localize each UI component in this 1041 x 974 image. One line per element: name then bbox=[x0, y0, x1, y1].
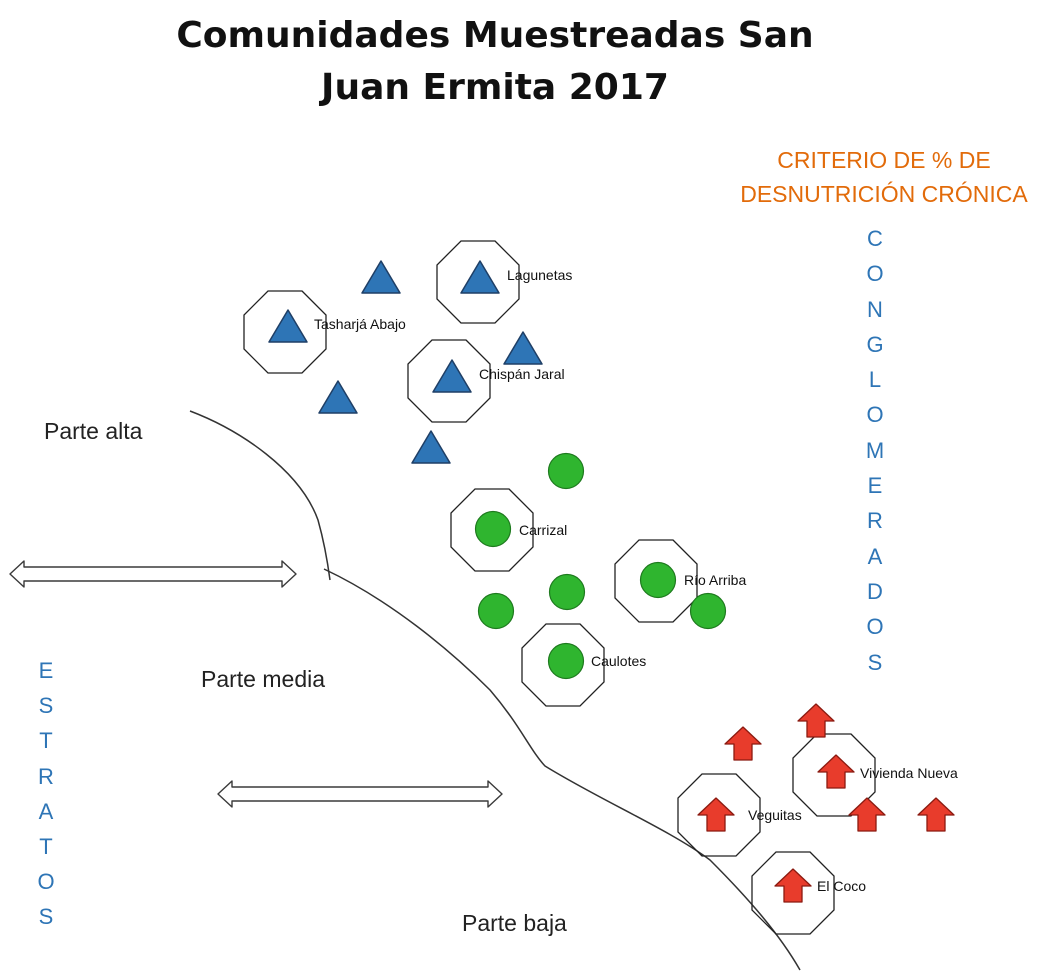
community-label-caulotes: Caulotes bbox=[591, 653, 646, 669]
community-label-lagunetas: Lagunetas bbox=[507, 267, 572, 283]
estratos-letter: E bbox=[38, 658, 54, 683]
conglomerados-letter: C bbox=[867, 226, 883, 251]
diagram-title: Comunidades Muestreadas San Juan Ermita … bbox=[0, 10, 990, 114]
conglomerados-label: C O N G L O M E R A D O S bbox=[860, 221, 890, 680]
up-arrow-icon bbox=[817, 754, 855, 789]
triangle-icon bbox=[503, 331, 543, 365]
triangle-icon bbox=[432, 359, 472, 393]
conglomerados-letter: O bbox=[866, 261, 884, 287]
up-arrow-icon bbox=[917, 797, 955, 832]
conglomerados-letter: D bbox=[867, 578, 883, 604]
circle-icon bbox=[547, 642, 585, 680]
zone-label-alta: Parte alta bbox=[44, 418, 143, 444]
double-arrow-lower bbox=[217, 780, 503, 808]
community-label-vivienda: Vivienda Nueva bbox=[860, 765, 958, 781]
community-label-carrizal: Carrizal bbox=[519, 522, 567, 538]
estratos-letter: S bbox=[38, 693, 54, 719]
title-line-2: Juan Ermita 2017 bbox=[321, 67, 669, 108]
estratos-label: E S T R A T O S bbox=[31, 653, 61, 935]
conglomerados-letter: L bbox=[868, 367, 882, 393]
triangle-icon bbox=[361, 260, 401, 294]
conglomerados-letter: N bbox=[867, 296, 883, 322]
estratos-letter: S bbox=[38, 904, 54, 930]
conglomerados-letter: O bbox=[866, 614, 884, 640]
circle-icon bbox=[639, 561, 677, 599]
up-arrow-icon bbox=[724, 726, 762, 761]
circle-icon bbox=[548, 573, 586, 611]
triangle-icon bbox=[411, 430, 451, 464]
title-line-1: Comunidades Muestreadas San bbox=[176, 15, 814, 56]
boundary-curve-upper bbox=[189, 410, 331, 581]
up-arrow-icon bbox=[848, 797, 886, 832]
conglomerados-letter: G bbox=[866, 331, 884, 357]
conglomerados-letter: R bbox=[867, 508, 883, 534]
community-label-chispan: Chispán Jaral bbox=[479, 366, 565, 382]
community-label-tasharja: Tasharjá Abajo bbox=[314, 316, 406, 332]
estratos-letter: T bbox=[39, 728, 53, 754]
circle-icon bbox=[547, 452, 585, 490]
criterio-line-1: CRITERIO DE % DE bbox=[777, 147, 991, 173]
zone-label-baja: Parte baja bbox=[462, 910, 567, 936]
estratos-letter: A bbox=[38, 798, 54, 824]
circle-icon bbox=[689, 592, 727, 630]
estratos-letter: T bbox=[39, 834, 53, 860]
conglomerados-letter: A bbox=[867, 543, 883, 569]
conglomerados-letter: E bbox=[867, 473, 883, 499]
up-arrow-icon bbox=[774, 868, 812, 903]
community-label-el-coco: El Coco bbox=[817, 878, 866, 894]
triangle-icon bbox=[268, 309, 308, 343]
estratos-letter: R bbox=[38, 763, 54, 789]
circle-icon bbox=[474, 510, 512, 548]
circle-icon bbox=[477, 592, 515, 630]
conglomerados-letter: O bbox=[866, 402, 884, 428]
triangle-icon bbox=[460, 260, 500, 294]
estratos-letter: O bbox=[37, 869, 55, 895]
community-label-veguitas: Veguitas bbox=[748, 807, 802, 823]
double-arrow-upper bbox=[9, 560, 297, 588]
up-arrow-icon bbox=[797, 703, 835, 738]
criterio-line-2: DESNUTRICIÓN CRÓNICA bbox=[740, 181, 1028, 207]
criterio-heading: CRITERIO DE % DE DESNUTRICIÓN CRÓNICA bbox=[728, 143, 1040, 211]
zone-label-media: Parte media bbox=[201, 666, 326, 692]
conglomerados-letter: M bbox=[865, 437, 885, 463]
up-arrow-icon bbox=[697, 797, 735, 832]
triangle-icon bbox=[318, 380, 358, 414]
community-label-rio-arriba: Río Arriba bbox=[684, 572, 746, 588]
boundary-curve-lower bbox=[323, 568, 801, 971]
conglomerados-letter: S bbox=[867, 649, 883, 675]
